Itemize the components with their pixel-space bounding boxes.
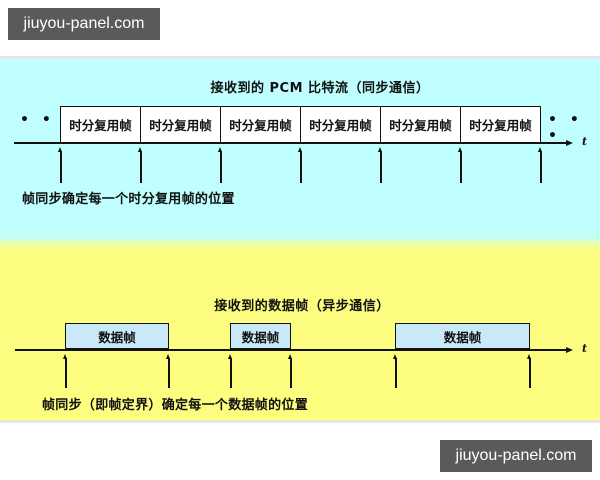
axis-arrow-icon	[566, 140, 573, 146]
tdm-frame: 时分复用帧	[220, 106, 301, 143]
time-axis	[14, 142, 570, 144]
arrow-up-icon	[288, 354, 292, 359]
trailing-dots: • • •	[548, 112, 583, 144]
frame-boundary-marker	[65, 358, 67, 388]
time-axis	[15, 349, 570, 351]
frame-boundary-marker	[380, 151, 382, 183]
frame-boundary-marker	[300, 151, 302, 183]
tdm-frame: 时分复用帧	[460, 106, 541, 143]
arrow-up-icon	[538, 147, 542, 152]
tdm-frame: 时分复用帧	[300, 106, 381, 143]
arrow-up-icon	[298, 147, 302, 152]
frame-boundary-marker	[60, 151, 62, 183]
data-frame: 数据帧	[65, 323, 169, 351]
frame-boundary-marker	[529, 358, 531, 388]
divider-bottom	[0, 420, 600, 423]
tdm-frame: 时分复用帧	[60, 106, 141, 143]
async-panel: 接收到的数据帧（异步通信） 数据帧 数据帧 数据帧 t 帧同步（即帧定界）确定每…	[0, 241, 600, 420]
frame-boundary-marker	[220, 151, 222, 183]
arrow-up-icon	[378, 147, 382, 152]
sync-panel: 接收到的 PCM 比特流（同步通信） • • • 时分复用帧 时分复用帧 时分复…	[0, 59, 600, 241]
divider-top	[0, 56, 600, 59]
frame-boundary-marker	[460, 151, 462, 183]
frame-boundary-marker	[140, 151, 142, 183]
frame-boundary-marker	[290, 358, 292, 388]
arrow-up-icon	[166, 354, 170, 359]
data-frame: 数据帧	[230, 323, 291, 351]
arrow-up-icon	[393, 354, 397, 359]
arrow-up-icon	[527, 354, 531, 359]
async-title: 接收到的数据帧（异步通信）	[214, 299, 390, 314]
frame-boundary-marker	[540, 151, 542, 183]
arrow-up-icon	[228, 354, 232, 359]
sync-caption: 帧同步确定每一个时分复用帧的位置	[22, 192, 235, 207]
axis-label-t: t	[582, 135, 588, 148]
frame-boundary-marker	[168, 358, 170, 388]
arrow-up-icon	[58, 147, 62, 152]
data-frame: 数据帧	[395, 323, 530, 351]
axis-arrow-icon	[566, 347, 573, 353]
async-caption: 帧同步（即帧定界）确定每一个数据帧的位置	[42, 398, 309, 413]
tdm-frame: 时分复用帧	[380, 106, 461, 143]
arrow-up-icon	[218, 147, 222, 152]
arrow-up-icon	[138, 147, 142, 152]
frame-boundary-marker	[395, 358, 397, 388]
arrow-up-icon	[458, 147, 462, 152]
axis-label-t: t	[582, 342, 588, 355]
watermark-bottom: jiuyou-panel.com	[440, 440, 592, 472]
watermark-top: jiuyou-panel.com	[8, 8, 160, 40]
sync-title: 接收到的 PCM 比特流（同步通信）	[210, 81, 430, 96]
arrow-up-icon	[63, 354, 67, 359]
tdm-frame: 时分复用帧	[140, 106, 221, 143]
leading-dots: • • •	[20, 112, 77, 128]
frame-boundary-marker	[230, 358, 232, 388]
